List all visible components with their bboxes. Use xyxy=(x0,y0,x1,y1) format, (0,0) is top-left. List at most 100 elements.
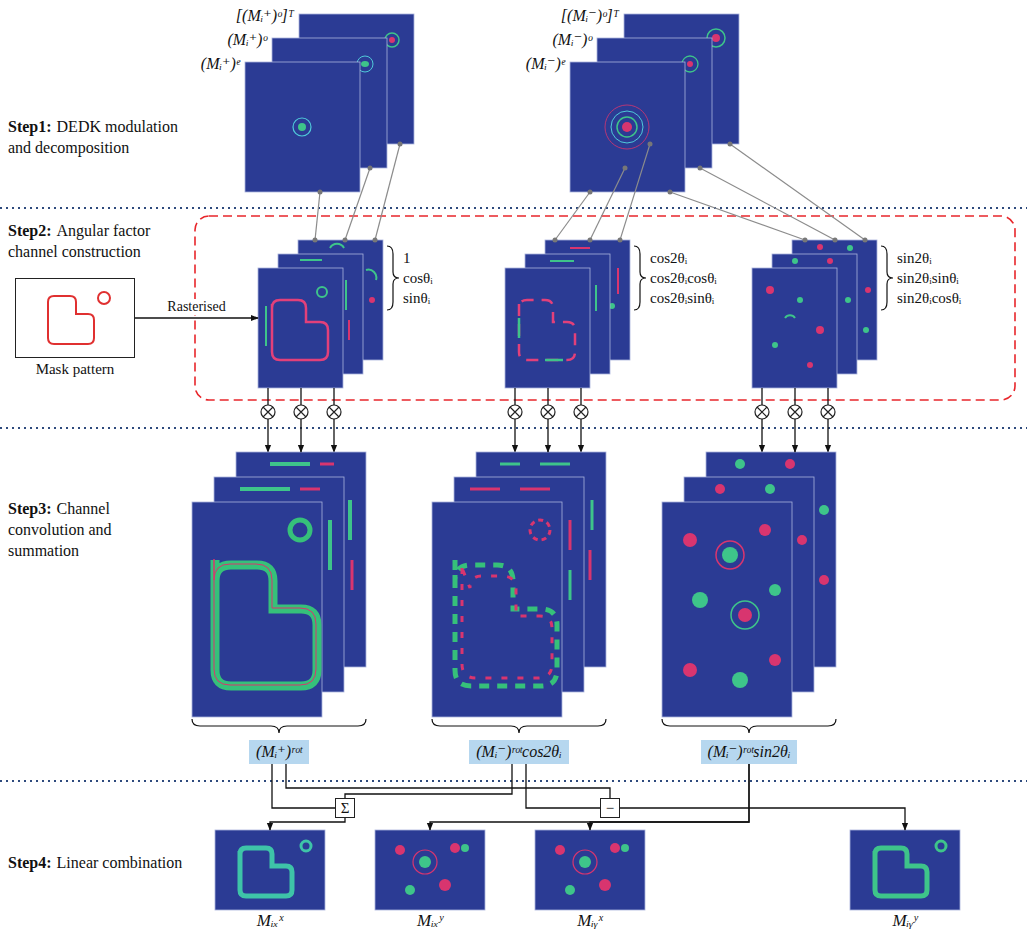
operator-symbol: Σ xyxy=(341,800,350,816)
result-image: Mᵢₓˣ xyxy=(215,830,325,910)
connector xyxy=(526,764,600,808)
multiply-symbol xyxy=(261,405,275,419)
convolved-panels xyxy=(192,452,836,717)
node-label: (Mᵢ⁺)ᵉ xyxy=(201,55,240,72)
connector xyxy=(135,317,258,318)
label-holder: 1cosθᵢsinθᵢ xyxy=(403,248,433,308)
result-images xyxy=(535,830,645,910)
kernel-panels xyxy=(361,61,369,67)
result-images xyxy=(450,843,460,853)
channel-stack: 1cosθᵢsinθᵢ xyxy=(258,240,383,388)
mask-drawing xyxy=(15,278,135,358)
kernel-panels xyxy=(622,122,632,132)
channel-result-label: (Mᵢ⁺)ʳᵒᵗ xyxy=(249,740,309,764)
factor-label: sinθᵢ xyxy=(403,288,433,308)
channel-panels xyxy=(817,244,823,250)
connector-dot xyxy=(728,142,733,147)
channel-panels xyxy=(807,362,813,368)
channel-panels xyxy=(752,268,837,388)
connector xyxy=(315,192,320,240)
convolved-panels xyxy=(731,601,759,629)
sum-box: Σ xyxy=(335,798,355,818)
channel-panels xyxy=(258,240,877,388)
result-images xyxy=(599,879,611,891)
factor-label: cos2θᵢcosθᵢ xyxy=(650,268,717,288)
mask-drawing xyxy=(98,292,110,304)
convolved-panels xyxy=(455,560,557,686)
minus-box: − xyxy=(600,798,620,818)
channel-lines xyxy=(514,388,515,405)
convolved-panels xyxy=(683,663,697,677)
convolved-panels xyxy=(432,502,562,717)
factor-brace xyxy=(881,246,893,310)
multiply-symbol xyxy=(543,407,553,417)
convolved-panels xyxy=(819,505,829,515)
result-images xyxy=(875,848,927,896)
channel-panels xyxy=(863,327,869,333)
convolved-panels xyxy=(735,459,745,469)
convolved-panels xyxy=(769,654,781,666)
step-heading: Step3:Channel convolution and summation xyxy=(8,498,168,561)
sum-brace xyxy=(662,719,836,733)
channel-panels xyxy=(272,300,328,360)
result-images xyxy=(565,885,575,895)
connector-dot xyxy=(318,190,323,195)
multiply-symbol xyxy=(296,407,306,417)
result-images xyxy=(850,830,960,910)
convolved-panels xyxy=(290,520,310,540)
result-images xyxy=(610,843,620,853)
multiply-symbol xyxy=(574,405,588,419)
kernel-panel: [(Mᵢ⁻)ᵒ]ᵀ xyxy=(624,14,739,144)
label-holder: (Mᵢ⁺)ᵒ xyxy=(227,30,267,50)
connector xyxy=(286,764,610,798)
factor-label: 1 xyxy=(403,248,433,268)
multiply-symbol xyxy=(576,407,586,417)
connector xyxy=(547,388,548,452)
label-holder: Mᵢᵧˣ xyxy=(495,911,685,931)
connector-dot xyxy=(648,142,653,147)
result-images xyxy=(573,850,597,874)
separator-line xyxy=(0,207,1027,209)
multiply-symbol xyxy=(541,405,555,419)
kernel-panels xyxy=(245,14,739,192)
channel-panels xyxy=(816,326,824,334)
convolved-panels xyxy=(662,502,792,717)
label-holder: (Mᵢ⁻)ᵉ xyxy=(526,54,565,74)
multiply-symbol xyxy=(788,405,802,419)
kernel-panels xyxy=(605,105,649,149)
kernel-panels xyxy=(389,37,395,43)
convolved-panels xyxy=(214,559,316,685)
connector-dot xyxy=(623,166,628,171)
result-image: Mᵢₓʸ xyxy=(375,830,485,910)
factor-label: cos2θᵢsinθᵢ xyxy=(650,288,717,308)
result-images xyxy=(419,856,431,868)
multiply-symbol xyxy=(508,405,522,419)
kernel-panel: (Mᵢ⁻)ᵉ xyxy=(570,62,685,192)
result-image: Mᵢᵧʸ xyxy=(850,830,960,910)
result-images xyxy=(439,879,451,891)
channel-panels xyxy=(369,297,375,303)
channel-lines xyxy=(514,419,515,452)
convolved-panels xyxy=(732,672,748,688)
channel-result-label: (Mᵢ⁻)ʳᵒᵗcos2θᵢ xyxy=(469,740,569,764)
node-label: Mᵢₓʸ xyxy=(417,911,443,930)
kernel-panels xyxy=(293,118,311,136)
connector-dot xyxy=(398,142,403,147)
kernel-panels xyxy=(687,61,693,67)
connector-dot xyxy=(668,190,673,195)
multiply-symbol xyxy=(790,407,800,417)
multiply-symbol xyxy=(821,405,835,419)
label-holder: Mᵢᵧʸ xyxy=(810,911,1000,931)
connector-dot xyxy=(588,238,593,243)
convolved-panels xyxy=(819,575,829,585)
connector xyxy=(345,168,370,240)
convolved-panels xyxy=(192,502,322,717)
node-label: (Mᵢ⁻)ᵉ xyxy=(526,55,565,72)
kernel-panel: [(Mᵢ⁺)ᵒ]ᵀ xyxy=(299,14,414,144)
node-label: (Mᵢ⁻)ᵒ xyxy=(552,31,592,48)
node-label: Mask pattern xyxy=(36,361,115,377)
result-images xyxy=(375,830,485,910)
result-images xyxy=(301,841,311,851)
